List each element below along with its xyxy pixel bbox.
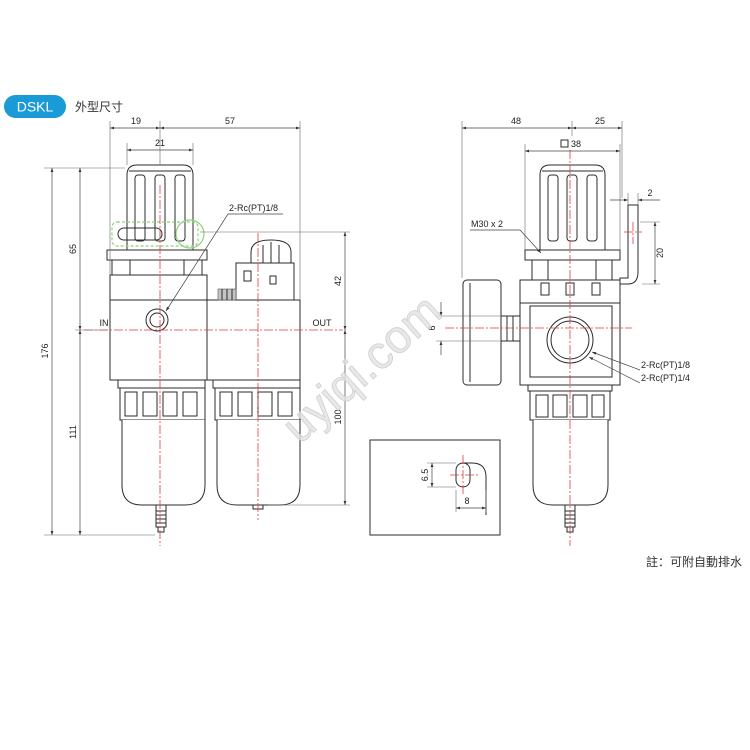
regulator-knob bbox=[539, 164, 606, 251]
plug-detail bbox=[269, 275, 277, 285]
thread-label: M30 x 2 bbox=[471, 219, 503, 229]
guard-window bbox=[142, 391, 158, 417]
dimension-38: 38 bbox=[571, 139, 581, 149]
dimension-2: 2 bbox=[647, 188, 652, 198]
gauge-port-inner bbox=[149, 312, 165, 328]
dimension-19: 19 bbox=[131, 116, 141, 126]
port-leader-line bbox=[588, 356, 641, 384]
knob-groove bbox=[566, 174, 578, 242]
knob-groove bbox=[174, 174, 186, 242]
mounting-bracket bbox=[619, 204, 639, 285]
slot-outer-contour bbox=[463, 462, 487, 515]
knob-groove bbox=[134, 174, 146, 242]
lock-slot bbox=[117, 227, 163, 241]
model-badge-label: DSKL bbox=[17, 99, 54, 115]
body-detail bbox=[540, 282, 550, 296]
filter-bowl-ring bbox=[117, 379, 206, 389]
detail-frame bbox=[369, 439, 501, 536]
port-label: 2-Rc(PT)1/8 bbox=[229, 203, 278, 213]
thread-leader-line bbox=[470, 229, 542, 254]
gauge-port-outer bbox=[145, 308, 169, 332]
plug-detail bbox=[243, 270, 252, 282]
filter-bowl bbox=[121, 420, 206, 506]
dimension-20: 20 bbox=[655, 248, 665, 258]
guard-window bbox=[182, 391, 198, 417]
guard-window bbox=[219, 391, 233, 417]
dimension-21: 21 bbox=[155, 138, 165, 148]
slot-detail: 6.5 8 bbox=[369, 439, 501, 536]
port-leader-line bbox=[165, 213, 283, 312]
lubricator-body bbox=[206, 299, 301, 381]
dimension-25: 25 bbox=[595, 116, 605, 126]
dimension-42: 42 bbox=[333, 276, 343, 286]
front-view: 19 57 21 65 111 176 42 100 2-Rc(PT)1/8 I… bbox=[40, 116, 350, 546]
footnote: 註：可附自動排水 bbox=[646, 555, 742, 569]
dimension-111: 111 bbox=[68, 425, 78, 439]
model-badge bbox=[4, 95, 66, 118]
dimension-65: 65 bbox=[68, 244, 78, 254]
dimension-48: 48 bbox=[511, 116, 521, 126]
lock-highlight-circle bbox=[175, 219, 205, 249]
guard-window bbox=[572, 394, 588, 418]
dimension-6-5: 6.5 bbox=[420, 469, 430, 482]
dimension-57: 57 bbox=[225, 116, 235, 126]
port-leader-line bbox=[591, 351, 641, 371]
bonnet-collar bbox=[106, 249, 208, 261]
drain-valve bbox=[155, 504, 167, 528]
guard-window bbox=[162, 391, 178, 417]
knob-groove bbox=[586, 174, 598, 242]
bonnet-nut bbox=[531, 259, 613, 281]
lubricator-bowl-ring bbox=[212, 379, 301, 389]
body-detail bbox=[591, 282, 601, 296]
bonnet-nut bbox=[111, 259, 203, 276]
dimension-8: 8 bbox=[464, 496, 469, 506]
guard-window bbox=[552, 394, 568, 418]
guard-window bbox=[237, 391, 253, 417]
port-label-upper: 2-Rc(PT)1/8 bbox=[641, 360, 690, 370]
pressure-gauge bbox=[462, 279, 502, 386]
lock-highlight-frame bbox=[111, 221, 199, 247]
drain-tip bbox=[157, 526, 165, 533]
bowl bbox=[532, 420, 609, 506]
guard-window bbox=[124, 391, 138, 417]
header: DSKL 外型尺寸 bbox=[4, 95, 123, 118]
port-panel bbox=[529, 305, 613, 378]
guard-window bbox=[591, 394, 605, 418]
gauge-stem bbox=[500, 315, 521, 342]
guard-window bbox=[535, 394, 549, 418]
section-title: 外型尺寸 bbox=[75, 100, 123, 114]
dimension-6: 6 bbox=[427, 325, 437, 330]
dimension-176: 176 bbox=[40, 343, 50, 358]
square-symbol-icon bbox=[560, 139, 569, 148]
side-view: 48 25 38 2 20 6 M30 x 2 2-Rc(PT)1/8 2-Rc… bbox=[427, 116, 690, 546]
inlet-label: IN bbox=[100, 318, 109, 328]
knob-groove bbox=[547, 174, 559, 242]
dimension-100: 100 bbox=[333, 409, 343, 424]
port-label-lower: 2-Rc(PT)1/4 bbox=[641, 373, 690, 383]
outlet-label: OUT bbox=[313, 318, 333, 328]
guard-window bbox=[277, 391, 293, 417]
